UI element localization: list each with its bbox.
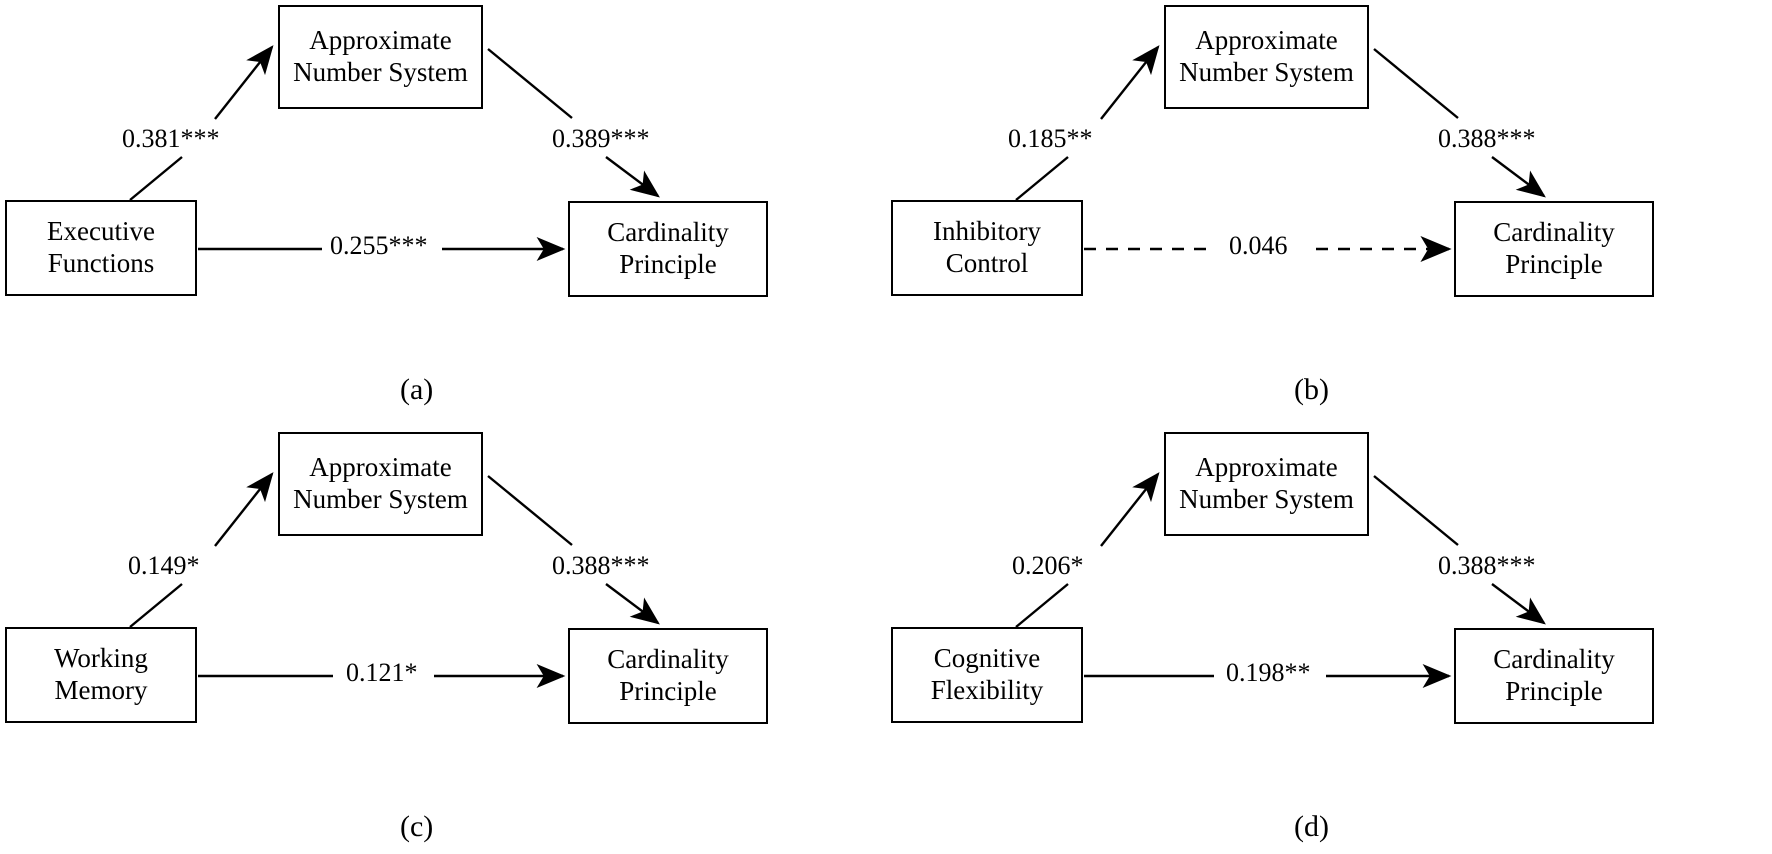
- node-mediator[interactable]: Approximate Number System: [1164, 432, 1369, 536]
- path-a-segment-lower: [129, 156, 183, 201]
- node-source-line2: Memory: [54, 675, 148, 705]
- node-mediator-line1: Approximate: [309, 25, 452, 56]
- path-a-segment-lower: [1015, 583, 1069, 628]
- path-b-segment-upper: [1373, 48, 1459, 119]
- node-outcome-line2: Principle: [1505, 676, 1603, 706]
- node-mediator-line1: Approximate: [1195, 25, 1338, 56]
- path-a-segment-upper: [214, 45, 274, 120]
- node-outcome[interactable]: Cardinality Principle: [568, 201, 768, 297]
- node-outcome-line1: Cardinality: [607, 644, 729, 675]
- path-a-label: 0.149*: [128, 551, 200, 580]
- path-b-segment-upper: [487, 475, 573, 546]
- panel-d: Cognitive Flexibility Approximate Number…: [886, 427, 1772, 854]
- path-b-segment-lower: [605, 583, 660, 625]
- panel-c-paths: [129, 472, 660, 688]
- node-source-line1: Executive: [47, 216, 155, 247]
- path-b-label: 0.388***: [1438, 124, 1536, 153]
- path-b-segment-lower: [605, 156, 660, 198]
- panel-caption: (c): [400, 810, 434, 843]
- node-mediator[interactable]: Approximate Number System: [1164, 5, 1369, 109]
- node-mediator-line1: Approximate: [309, 452, 452, 483]
- path-c-label: 0.046: [1229, 231, 1288, 260]
- path-b-segment-lower: [1491, 156, 1546, 198]
- panel-b-paths: [1015, 45, 1546, 262]
- path-a-label: 0.206*: [1012, 551, 1084, 580]
- path-c-label: 0.255***: [330, 231, 428, 260]
- path-a-segment-upper: [1100, 472, 1160, 547]
- node-outcome-line1: Cardinality: [1493, 217, 1615, 248]
- node-mediator[interactable]: Approximate Number System: [278, 5, 483, 109]
- path-a-segment-lower: [1015, 156, 1069, 201]
- node-outcome[interactable]: Cardinality Principle: [568, 628, 768, 724]
- panel-c: Working Memory Approximate Number System…: [0, 427, 886, 854]
- node-source-line1: Inhibitory: [933, 216, 1041, 247]
- node-source[interactable]: Inhibitory Control: [891, 200, 1083, 296]
- node-outcome[interactable]: Cardinality Principle: [1454, 201, 1654, 297]
- node-source-line2: Flexibility: [930, 675, 1044, 705]
- panel-caption: (a): [400, 373, 434, 406]
- panel-b: Inhibitory Control Approximate Number Sy…: [886, 0, 1772, 427]
- node-mediator-line2: Number System: [293, 484, 468, 514]
- node-outcome-line1: Cardinality: [607, 217, 729, 248]
- path-c-label: 0.121*: [346, 658, 418, 687]
- node-source-line2: Control: [945, 248, 1029, 278]
- node-mediator-line2: Number System: [1179, 57, 1354, 87]
- panel-a: Executive Functions Approximate Number S…: [0, 0, 886, 427]
- path-c-label: 0.198**: [1226, 658, 1311, 687]
- path-a-segment-lower: [129, 583, 183, 628]
- path-b-label: 0.388***: [1438, 551, 1536, 580]
- node-source[interactable]: Working Memory: [5, 627, 197, 723]
- node-source-line1: Cognitive: [933, 643, 1041, 674]
- path-b-segment-upper: [1373, 475, 1459, 546]
- panel-caption: (b): [1294, 373, 1329, 406]
- node-outcome[interactable]: Cardinality Principle: [1454, 628, 1654, 724]
- panel-d-paths: [1015, 472, 1546, 688]
- node-source[interactable]: Cognitive Flexibility: [891, 627, 1083, 723]
- path-a-label: 0.381***: [122, 124, 220, 153]
- node-outcome-line2: Principle: [619, 249, 717, 279]
- panel-caption: (d): [1294, 810, 1329, 843]
- node-outcome-line1: Cardinality: [1493, 644, 1615, 675]
- node-mediator-line2: Number System: [1179, 484, 1354, 514]
- path-b-segment-lower: [1491, 583, 1546, 625]
- panel-a-paths: [129, 45, 660, 261]
- node-source-line1: Working: [54, 643, 148, 674]
- path-a-segment-upper: [214, 472, 274, 547]
- node-outcome-line2: Principle: [619, 676, 717, 706]
- node-source[interactable]: Executive Functions: [5, 200, 197, 296]
- node-source-line2: Functions: [47, 248, 155, 278]
- path-b-label: 0.388***: [552, 551, 650, 580]
- path-a-label: 0.185**: [1008, 124, 1093, 153]
- node-mediator[interactable]: Approximate Number System: [278, 432, 483, 536]
- path-b-label: 0.389***: [552, 124, 650, 153]
- node-mediator-line2: Number System: [293, 57, 468, 87]
- path-a-segment-upper: [1100, 45, 1160, 120]
- node-mediator-line1: Approximate: [1195, 452, 1338, 483]
- path-b-segment-upper: [487, 48, 573, 119]
- node-outcome-line2: Principle: [1505, 249, 1603, 279]
